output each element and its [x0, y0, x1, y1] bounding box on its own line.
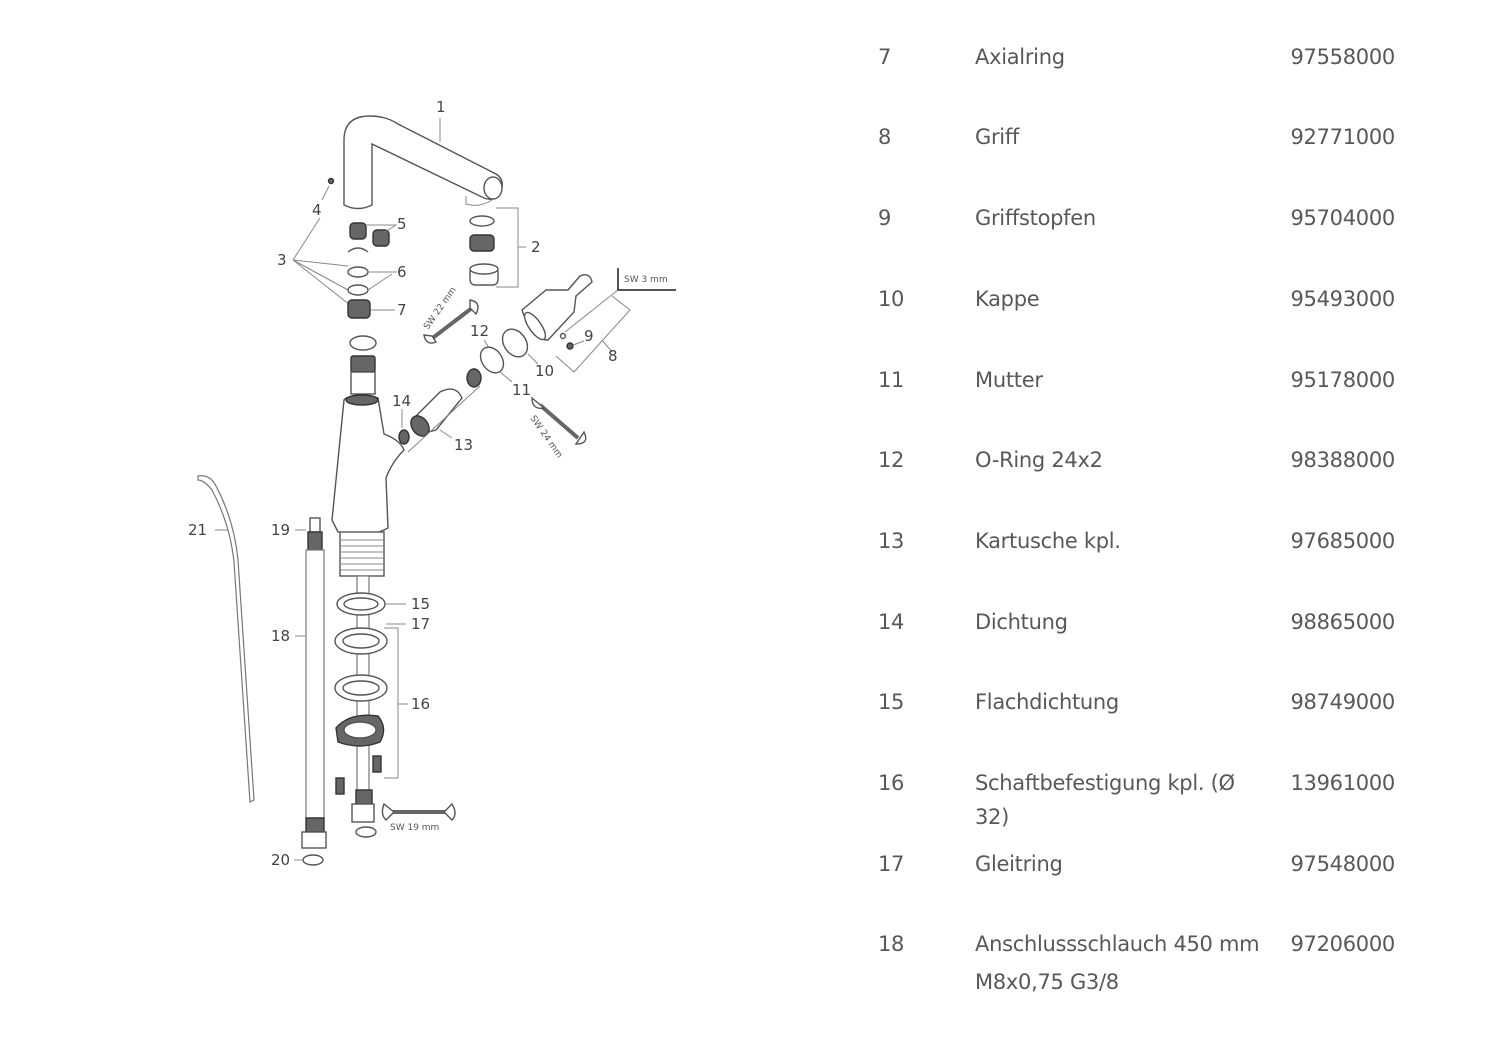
- part-position: 17: [878, 852, 905, 876]
- part-number: 98388000: [1290, 448, 1396, 472]
- callout-15: 15: [411, 595, 430, 613]
- callout-3: 3: [277, 251, 287, 269]
- hex-key-icon: [617, 268, 676, 291]
- part-position: 13: [878, 529, 905, 553]
- bracket-16: [384, 627, 408, 779]
- part-description: Gleitring: [975, 852, 1063, 876]
- part-description: Dichtung: [975, 610, 1068, 634]
- callout-14: 14: [392, 392, 411, 410]
- hose-18-part: [301, 517, 327, 849]
- callout-12: 12: [470, 322, 489, 340]
- part-position: 10: [878, 287, 905, 311]
- part-description: Axialring: [975, 45, 1065, 69]
- part-number: 95493000: [1290, 287, 1396, 311]
- nipple-parts: [349, 222, 390, 247]
- part-number: 98749000: [1290, 690, 1396, 714]
- part-position: 15: [878, 690, 905, 714]
- part-position: 16: [878, 771, 905, 795]
- part-position: 8: [878, 125, 892, 149]
- callout-4: 4: [312, 201, 322, 219]
- wrench-sw19-icon: [381, 802, 456, 821]
- seal-14-part: [398, 429, 410, 445]
- exploded-diagram: 1 2 4 5 3 6 7: [188, 98, 676, 869]
- callout-21: 21: [188, 521, 207, 539]
- callout-17: 17: [411, 615, 430, 633]
- part-number: 97548000: [1290, 852, 1396, 876]
- oring-12-part: [479, 346, 505, 374]
- part-number: 95704000: [1290, 206, 1396, 230]
- part-number: 13961000: [1290, 771, 1396, 795]
- part-number: 92771000: [1290, 125, 1396, 149]
- part-description: Flachdichtung: [975, 690, 1119, 714]
- handle-plug-part: [566, 342, 574, 350]
- tool-label-sw22: SW 22 mm: [422, 286, 458, 332]
- callout-2: 2: [531, 238, 541, 256]
- handle-part: [521, 274, 593, 341]
- part-description: O-Ring 24x2: [975, 448, 1103, 472]
- washer-20-part: [302, 854, 324, 866]
- part-position: 12: [878, 448, 905, 472]
- part-position: 18: [878, 932, 905, 956]
- callout-13: 13: [454, 436, 473, 454]
- tool-label-sw19: SW 19 mm: [390, 823, 439, 833]
- callout-6: 6: [397, 263, 407, 281]
- lift-rod-part: [197, 475, 255, 803]
- part-number: 97558000: [1290, 45, 1396, 69]
- part-number: 97206000: [1290, 932, 1396, 956]
- bracket-2: [496, 207, 526, 288]
- callout-20: 20: [271, 851, 290, 869]
- grub-screw-part: [327, 177, 335, 185]
- callout-7: 7: [397, 301, 407, 319]
- aerator-part: [469, 215, 499, 286]
- mixer-body: [331, 394, 405, 577]
- part-description: Anschlussschlauch 450 mm: [975, 932, 1260, 956]
- part-number: 95178000: [1290, 368, 1396, 392]
- part-position: 9: [878, 206, 892, 230]
- part-position: 7: [878, 45, 892, 69]
- callout-18: 18: [271, 627, 290, 645]
- spout-part: [343, 115, 503, 210]
- part-number: 98865000: [1290, 610, 1396, 634]
- part-description-line2: M8x0,75 G3/8: [975, 970, 1119, 994]
- part-description: Griff: [975, 125, 1020, 149]
- callout-11: 11: [512, 381, 531, 399]
- part-description: Griffstopfen: [975, 206, 1096, 230]
- callout-10: 10: [535, 362, 554, 380]
- part-number: 97685000: [1290, 529, 1396, 553]
- callout-5: 5: [397, 215, 407, 233]
- part-description: Mutter: [975, 368, 1043, 392]
- part-description: Kartusche kpl.: [975, 529, 1121, 553]
- part-position: 14: [878, 610, 905, 634]
- callout-16: 16: [411, 695, 430, 713]
- cartridge-part: [410, 368, 482, 437]
- callout-1: 1: [436, 98, 446, 116]
- cap-10-part: [501, 328, 529, 358]
- callout-9: 9: [584, 327, 594, 345]
- part-position: 11: [878, 368, 905, 392]
- tool-label-sw3: SW 3 mm: [624, 275, 668, 285]
- wrench-sw22-icon: [423, 299, 479, 344]
- part-description: Kappe: [975, 287, 1040, 311]
- callout-8: 8: [608, 347, 618, 365]
- callout-19: 19: [271, 521, 290, 539]
- part-description: Schaftbefestigung kpl. (Ø 32): [975, 771, 1235, 829]
- axial-ring-part: [347, 299, 371, 319]
- wrench-sw24-icon: [531, 396, 587, 445]
